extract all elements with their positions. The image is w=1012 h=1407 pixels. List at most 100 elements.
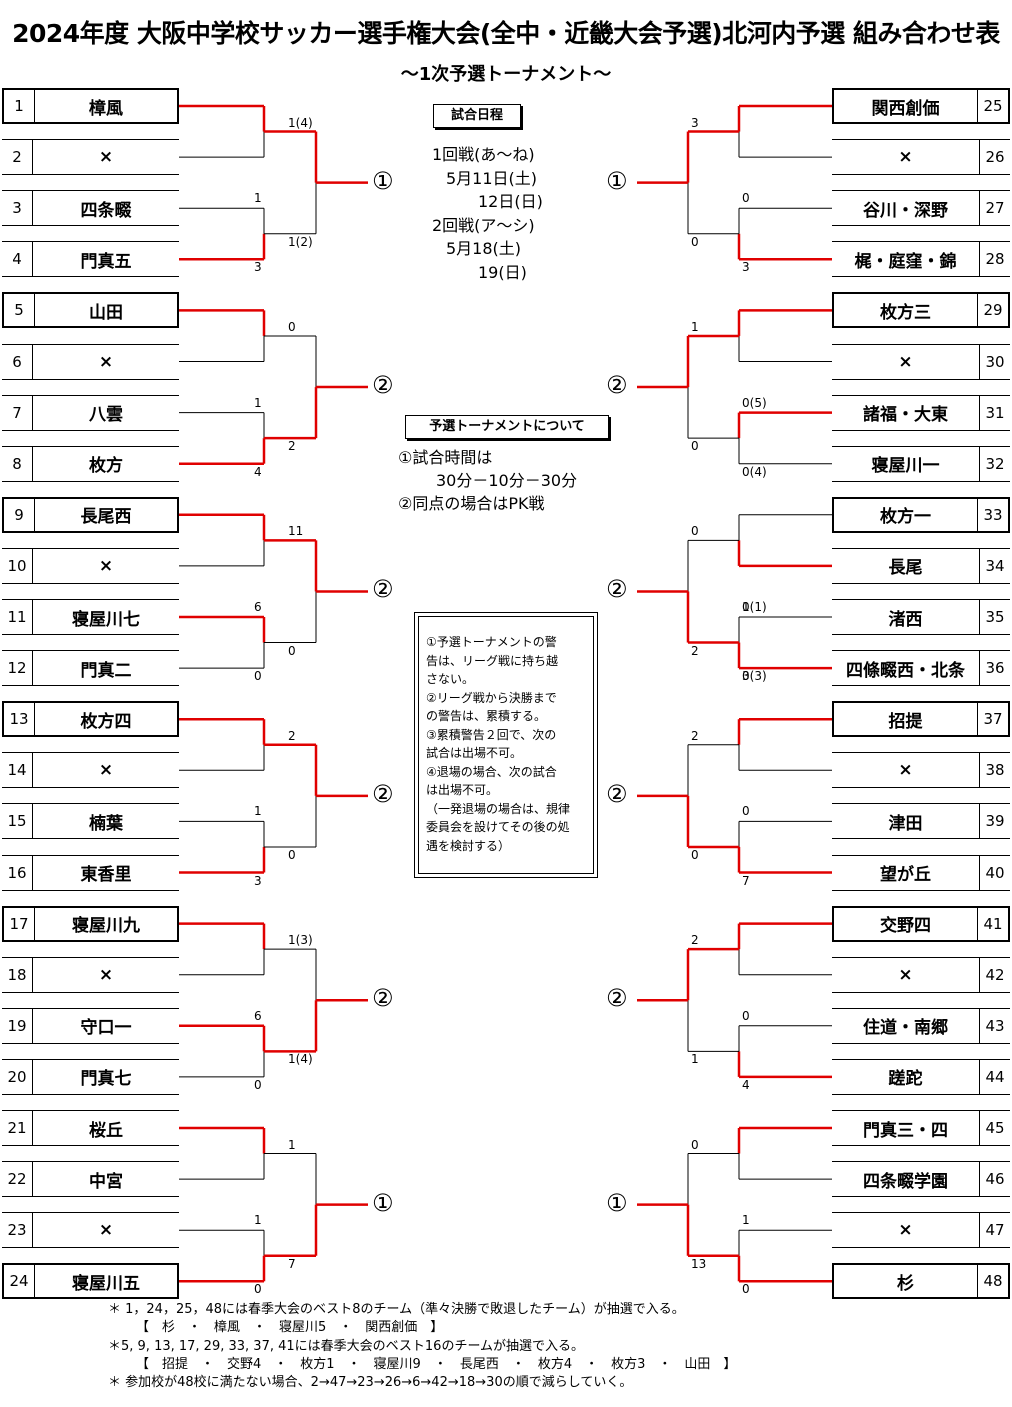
slot-number: 13	[4, 703, 35, 736]
right-team-slot: 関西創価 25	[832, 88, 1010, 124]
team-name: 望が丘	[880, 865, 931, 885]
left-team-slot: 22 中宮	[2, 1161, 179, 1198]
slot-number: 20	[2, 1059, 33, 1094]
schedule-line: 5月18(土)	[446, 239, 522, 258]
team-name: 長尾西	[80, 507, 132, 528]
group-mark: ②	[606, 575, 628, 604]
schedule-line: 12日(日)	[478, 192, 543, 211]
score-label: 1(2)	[288, 234, 313, 249]
note-line: ④退場の場合、次の試合	[426, 764, 557, 779]
footnote-line: 【 招提 ・ 交野4 ・ 枚方1 ・ 寝屋川9 ・ 長尾西 ・ 枚方4 ・ 枚方…	[136, 1356, 737, 1372]
note-line: ①予選トーナメントの警	[426, 635, 557, 649]
note-line: 委員会を設けてその後の処	[426, 820, 570, 834]
group-mark: ②	[372, 984, 394, 1013]
left-team-slot: 23×	[2, 1212, 179, 1249]
team-name: ×	[898, 964, 913, 985]
slot-number: 22	[2, 1162, 33, 1197]
footnote-line: ＊ 参加校が48校に満たない場合、2→47→23→26→6→42→18→30の順…	[108, 1375, 633, 1391]
right-team-slot: ×42	[832, 956, 1010, 993]
slot-number: 12	[2, 651, 33, 686]
score-label: 1(4)	[288, 115, 313, 130]
slot-number: 2	[2, 140, 33, 175]
slot-number: 7	[2, 395, 33, 430]
score-label: 4	[742, 1077, 750, 1092]
score-label: 0	[288, 319, 296, 334]
slot-number: 40	[979, 855, 1010, 890]
slot-number: 4	[2, 242, 33, 277]
team-name: 守口一	[80, 1018, 132, 1039]
score-label: 2	[691, 728, 699, 743]
slot-number: 8	[2, 446, 33, 481]
team-name: 長尾	[888, 558, 923, 579]
slot-number: 25	[977, 90, 1008, 122]
team-name: ×	[898, 147, 913, 168]
score-label: 0	[742, 804, 750, 819]
slot-number: 9	[4, 498, 35, 531]
note-line: （一発退場の場合は、規律	[426, 801, 571, 816]
team-name: 四条畷学園	[863, 1171, 948, 1192]
rules-block: ①試合時間は 30分－10分－30分 ②同点の場合はPK戦	[398, 446, 577, 515]
slot-number: 34	[979, 548, 1010, 583]
group-mark: ②	[606, 779, 628, 808]
slot-number: 45	[979, 1111, 1010, 1145]
slot-number: 18	[2, 957, 33, 992]
team-name: 枚方四	[80, 711, 132, 732]
score-label: 7	[288, 1256, 296, 1271]
score-label: 3	[691, 115, 699, 130]
slot-number: 6	[2, 344, 33, 379]
slot-number: 46	[979, 1162, 1010, 1197]
score-label: 1	[742, 1213, 750, 1228]
group-mark: ②	[606, 371, 628, 400]
score-label: 2	[691, 643, 699, 658]
team-name: 門真二	[80, 660, 132, 681]
left-team-slot: 9 長尾西	[2, 496, 179, 533]
slot-number: 39	[979, 804, 1010, 839]
team-name: 桜丘	[89, 1120, 123, 1141]
note-line: ②リーグ戦から決勝まで	[426, 690, 557, 705]
left-team-slot: 14×	[2, 752, 179, 789]
right-team-slot: ×47	[832, 1212, 1010, 1249]
team-name: 関西創価	[871, 98, 940, 119]
score-label: 0	[691, 439, 699, 454]
footnote-line: ＊ 1，24，25，48には春季大会のベスト8のチーム（準々決勝で敗退したチーム…	[108, 1302, 685, 1317]
slot-number: 30	[979, 344, 1010, 379]
note-line: 告は、リーグ戦に持ち越	[426, 653, 559, 668]
slot-number: 5	[4, 294, 35, 327]
slot-number: 36	[979, 651, 1010, 686]
right-team-slot: ×30	[832, 343, 1010, 380]
slot-number: 37	[977, 703, 1008, 736]
team-name: 中宮	[89, 1171, 123, 1192]
slot-number: 24	[4, 1265, 35, 1298]
slot-number: 14	[2, 753, 33, 788]
slot-number: 19	[2, 1008, 33, 1043]
score-label: 0	[254, 669, 262, 684]
score-label: 3	[742, 669, 750, 684]
score-label: 2	[288, 439, 296, 454]
slot-number: 47	[979, 1213, 1010, 1248]
score-label: 1(4)	[288, 1052, 313, 1067]
rules-label: 予選トーナメントについて	[405, 415, 609, 439]
team-name: 山田	[89, 302, 123, 323]
schedule-line: 5月11日(土)	[446, 168, 538, 188]
rules-line: ①試合時間は	[398, 448, 493, 467]
team-name: 樟風	[89, 98, 123, 119]
score-label: 3	[254, 260, 262, 275]
schedule-block: 1回戦(あ～ね) 5月11日(土) 12日(日) 2回戦(ア～シ) 5月18(土…	[432, 143, 543, 284]
group-mark: ②	[372, 575, 394, 604]
team-name: 四條畷西・北条	[846, 660, 965, 681]
schedule-line: 1回戦(あ～ね)	[432, 145, 535, 164]
score-label: 2	[288, 728, 296, 743]
slot-number: 32	[979, 446, 1010, 481]
score-label: 13	[691, 1256, 707, 1271]
slot-number: 17	[4, 907, 35, 940]
left-team-slot: 13 枚方四	[2, 701, 179, 738]
